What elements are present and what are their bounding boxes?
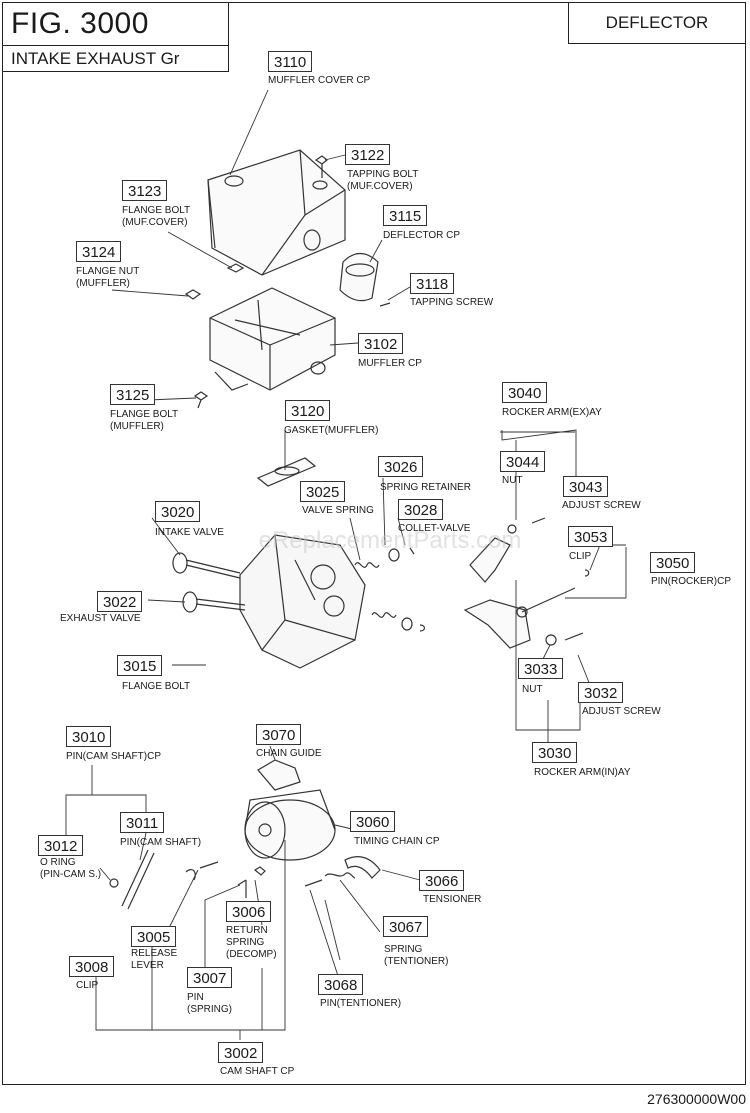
part-name-3118: TAPPING SCREW bbox=[410, 297, 494, 308]
part-number-3118: 3118 bbox=[410, 273, 455, 294]
part-number-3050: 3050 bbox=[650, 552, 696, 573]
part-name-3026: SPRING RETAINER bbox=[380, 482, 471, 493]
part-name-3025: VALVE SPRING bbox=[302, 505, 374, 516]
part-name-3124: FLANGE NUT (MUFFLER) bbox=[76, 266, 140, 289]
fastener-illustrations bbox=[184, 155, 391, 409]
part-number-3110: 3110 bbox=[268, 51, 313, 72]
part-number-3012: 3012 bbox=[38, 835, 84, 856]
part-number-3033: 3033 bbox=[518, 658, 564, 679]
part-name-3028: COLLET-VALVE bbox=[398, 523, 471, 534]
part-number-3020: 3020 bbox=[155, 501, 201, 522]
muffler-cover-illustration bbox=[207, 149, 346, 276]
part-number-3043: 3043 bbox=[563, 476, 609, 497]
part-name-3002: CAM SHAFT CP bbox=[220, 1066, 295, 1077]
part-number-3124: 3124 bbox=[76, 241, 122, 262]
rocker-arm-illustrations bbox=[463, 517, 590, 649]
part-name-3008: CLIP bbox=[76, 980, 99, 991]
part-number-3030: 3030 bbox=[532, 742, 578, 763]
part-name-3067: SPRING (TENTIONER) bbox=[384, 944, 449, 967]
part-number-3006: 3006 bbox=[226, 901, 272, 922]
part-name-3012: O RING (PIN-CAM S.) bbox=[40, 857, 102, 880]
part-name-3102: MUFFLER CP bbox=[358, 358, 422, 369]
figure-title-box: FIG. 3000 INTAKE EXHAUST Gr bbox=[2, 2, 229, 72]
tensioner-illustration bbox=[304, 856, 381, 887]
leader-lines bbox=[65, 89, 627, 1040]
part-name-3010: PIN(CAM SHAFT)CP bbox=[66, 751, 161, 762]
part-name-3070: CHAIN GUIDE bbox=[256, 748, 322, 759]
part-number-3022: 3022 bbox=[97, 591, 143, 612]
part-name-3040: ROCKER ARM(EX)AY bbox=[502, 407, 602, 418]
part-name-3006: RETURN SPRING (DECOMP) bbox=[226, 925, 277, 960]
part-name-3032: ADJUST SCREW bbox=[582, 706, 661, 717]
part-name-3053: CLIP bbox=[569, 551, 592, 562]
part-name-3030: ROCKER ARM(IN)AY bbox=[534, 767, 631, 778]
part-name-3033: NUT bbox=[522, 684, 543, 695]
part-number-3040: 3040 bbox=[502, 382, 548, 403]
chain-guide-illustration bbox=[257, 759, 301, 791]
part-number-3044: 3044 bbox=[500, 451, 546, 472]
part-name-3123: FLANGE BOLT (MUF.COVER) bbox=[122, 205, 191, 228]
part-name-3043: ADJUST SCREW bbox=[562, 500, 641, 511]
part-name-3120: GASKET(MUFFLER) bbox=[284, 425, 379, 436]
drawing-code: 276300000W00 bbox=[647, 1091, 746, 1107]
part-name-3050: PIN(ROCKER)CP bbox=[651, 576, 732, 587]
part-number-3122: 3122 bbox=[345, 144, 391, 165]
part-number-3053: 3053 bbox=[568, 526, 614, 547]
part-name-3060: TIMING CHAIN CP bbox=[354, 836, 440, 847]
part-number-3067: 3067 bbox=[383, 916, 429, 937]
figure-number: FIG. 3000 bbox=[11, 7, 149, 40]
part-name-3007: PIN (SPRING) bbox=[187, 992, 232, 1015]
part-name-3022: EXHAUST VALVE bbox=[60, 613, 141, 624]
part-name-3115: DEFLECTOR CP bbox=[383, 230, 461, 241]
part-number-3007: 3007 bbox=[187, 967, 233, 988]
watermark: eReplacementParts.com bbox=[258, 527, 522, 554]
gasket-illustration bbox=[256, 457, 317, 487]
part-number-3015: 3015 bbox=[117, 655, 163, 676]
muffler-illustration bbox=[209, 287, 336, 391]
part-name-3020: INTAKE VALVE bbox=[155, 527, 224, 538]
drawing-frame bbox=[2, 2, 746, 1085]
section-name: DEFLECTOR bbox=[605, 13, 709, 32]
part-name-3044: NUT bbox=[502, 475, 523, 486]
part-number-3125: 3125 bbox=[110, 384, 156, 405]
part-number-3060: 3060 bbox=[350, 811, 396, 832]
part-number-3123: 3123 bbox=[122, 180, 168, 201]
part-number-3005: 3005 bbox=[131, 926, 177, 947]
part-name-3068: PIN(TENTIONER) bbox=[320, 998, 402, 1009]
part-number-3011: 3011 bbox=[120, 812, 165, 833]
part-number-3070: 3070 bbox=[256, 724, 302, 745]
part-name-3125: FLANGE BOLT (MUFFLER) bbox=[110, 409, 179, 432]
cam-shaft-parts-illustration bbox=[109, 849, 266, 910]
part-name-3110: MUFFLER COVER CP bbox=[268, 75, 371, 86]
part-name-3015: FLANGE BOLT bbox=[122, 681, 191, 692]
assembly-group-name: INTAKE EXHAUST Gr bbox=[11, 49, 180, 68]
part-number-3066: 3066 bbox=[419, 870, 465, 891]
deflector-illustration bbox=[339, 252, 379, 302]
part-number-3002: 3002 bbox=[218, 1042, 264, 1063]
part-name-3011: PIN(CAM SHAFT) bbox=[120, 837, 202, 848]
part-name-3122: TAPPING BOLT (MUF.COVER) bbox=[347, 169, 419, 192]
part-number-3120: 3120 bbox=[285, 400, 331, 421]
part-name-3005: RELEASE LEVER bbox=[131, 948, 178, 971]
part-number-3068: 3068 bbox=[318, 974, 364, 995]
part-number-3032: 3032 bbox=[578, 682, 624, 703]
part-number-3010: 3010 bbox=[66, 726, 112, 747]
part-number-3025: 3025 bbox=[300, 481, 346, 502]
title-divider bbox=[3, 45, 228, 46]
part-name-3066: TENSIONER bbox=[423, 894, 482, 905]
part-number-3008: 3008 bbox=[69, 956, 115, 977]
timing-chain-illustration bbox=[244, 789, 336, 861]
part-number-3102: 3102 bbox=[358, 333, 404, 354]
cylinder-head-illustration bbox=[239, 534, 366, 669]
part-number-3028: 3028 bbox=[398, 499, 444, 520]
part-number-3115: 3115 bbox=[383, 205, 428, 226]
section-label-box: DEFLECTOR bbox=[568, 2, 746, 44]
part-number-3026: 3026 bbox=[378, 456, 424, 477]
